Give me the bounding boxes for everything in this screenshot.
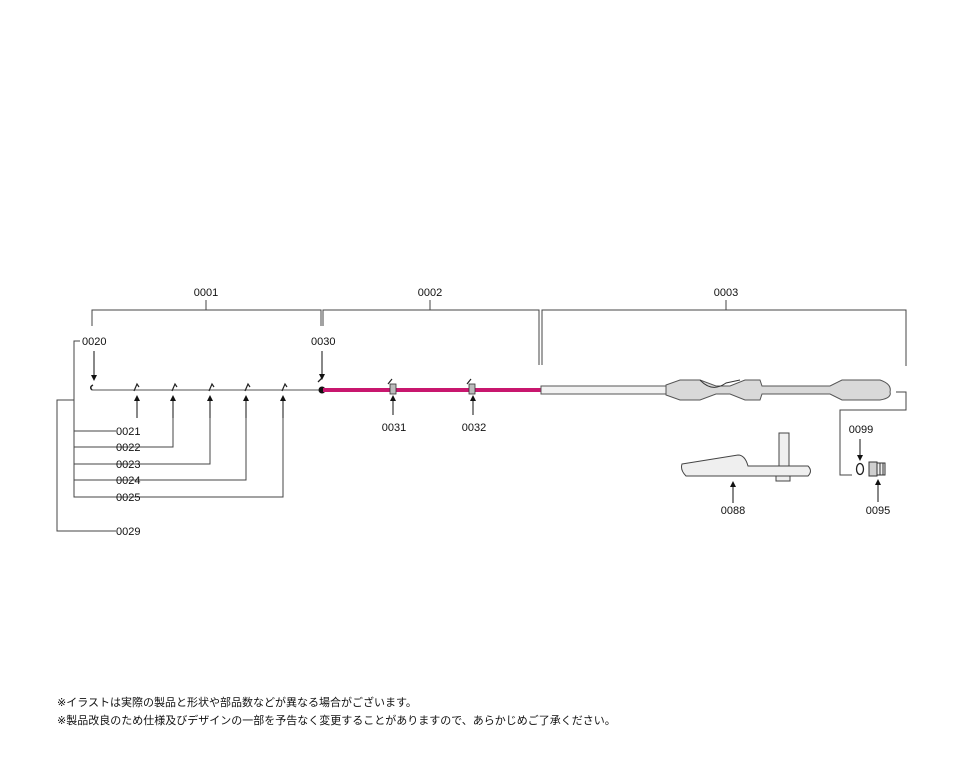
label-0020: 0020: [82, 336, 106, 348]
label-0095: 0095: [866, 505, 890, 517]
label-0023: 0023: [116, 459, 140, 471]
label-0002: 0002: [418, 287, 442, 299]
label-0003: 0003: [714, 287, 738, 299]
label-0024: 0024: [116, 475, 140, 487]
label-0031: 0031: [382, 422, 406, 434]
label-0021: 0021: [116, 426, 140, 438]
tip-guides: [133, 382, 288, 392]
label-0099: 0099: [849, 424, 873, 436]
mid-section: [323, 388, 541, 392]
mid-guides: [387, 378, 476, 395]
reel-seat-0088: [681, 432, 811, 482]
o-ring-0099: [855, 462, 865, 476]
label-0032: 0032: [462, 422, 486, 434]
label-0029: 0029: [116, 526, 140, 538]
disclaimer-note-1: ※イラストは実際の製品と形状や部品数などが異なる場合がございます。: [57, 696, 417, 709]
label-0001: 0001: [194, 287, 218, 299]
label-0088: 0088: [721, 505, 745, 517]
pointer-arrows: [91, 351, 881, 503]
section-bracket-0003: [541, 300, 907, 366]
section-bracket-0001: [91, 300, 322, 326]
label-0030: 0030: [311, 336, 335, 348]
label-0022: 0022: [116, 442, 140, 454]
disclaimer-note-2: ※製品改良のため仕様及びデザインの一部を予告なく変更することがありますので、あら…: [57, 714, 616, 727]
butt-section: [540, 379, 891, 401]
section-bracket-0002: [322, 300, 540, 365]
butt-cap-0095: [868, 461, 886, 477]
label-0025: 0025: [116, 492, 140, 504]
